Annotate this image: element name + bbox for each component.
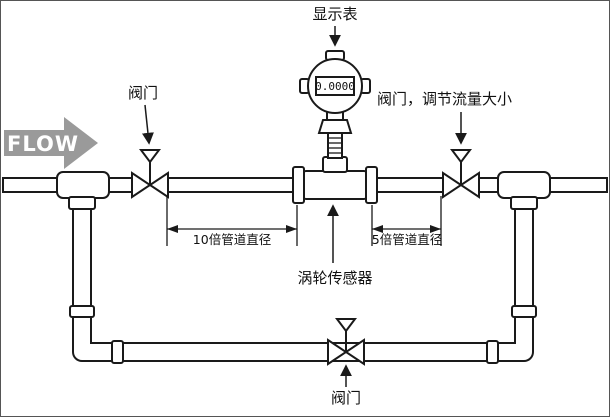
right-valve (442, 149, 480, 199)
pipe-segment (166, 177, 296, 193)
right-valve-handle (450, 149, 472, 164)
pipe-segment (108, 177, 134, 193)
stem-threaded-section (327, 131, 343, 159)
pipe-collar (486, 340, 499, 364)
pipe-segment (2, 177, 60, 193)
pipe-segment (478, 177, 499, 193)
display-meter-label: 显示表 (312, 5, 357, 23)
callouts: 显示表 阀门 阀门，调节流量大小 涡轮传感器 阀门 (128, 5, 512, 407)
downstream-dim-label: 5倍管道直径 (372, 232, 442, 247)
pipe-collar (111, 340, 124, 364)
left-valve-body-left (131, 171, 152, 199)
right-valve-label: 阀门，调节流量大小 (377, 90, 512, 108)
display-window (315, 76, 355, 96)
tee-branch-collar (510, 196, 538, 210)
flowmeter-flange-left (292, 166, 305, 204)
left-valve-handle (139, 149, 161, 164)
dim-arrowhead-left (167, 225, 178, 233)
tee-body (497, 171, 551, 199)
flow-arrow (4, 117, 98, 169)
dimension-upstream: 10倍管道直径 (166, 196, 298, 247)
flowmeter-flange-right (365, 166, 378, 204)
upstream-dim-label: 10倍管道直径 (193, 232, 271, 247)
left-tee (56, 171, 110, 210)
flowmeter-body (292, 156, 378, 204)
dimension-downstream: 5倍管道直径 (371, 196, 442, 247)
flow-label: FLOW (7, 132, 79, 156)
bottom-valve (327, 318, 365, 366)
left-valve-body-right (148, 171, 169, 199)
bottom-valve-handle (335, 318, 357, 333)
right-valve-body-right (459, 171, 480, 199)
pipe-segment (549, 177, 608, 193)
pipe-collar (511, 305, 537, 318)
left-valve (131, 149, 169, 199)
tee-body (56, 171, 110, 199)
turbine-sensor-label: 涡轮传感器 (297, 269, 372, 287)
bypass-pipe (69, 203, 537, 364)
bottom-valve-body-left (327, 338, 348, 366)
bottom-valve-body-right (344, 338, 365, 366)
pipe-collar (69, 305, 95, 318)
flowmeter-tube (301, 170, 369, 200)
flowmeter-top-boss (322, 156, 348, 173)
hex-nut (317, 119, 353, 134)
bottom-valve-label: 阀门 (331, 389, 361, 407)
display-reading: 0.0000 (315, 80, 355, 93)
right-valve-body-left (442, 171, 463, 199)
pipe-segment (376, 177, 444, 193)
arrow-to-left-valve (141, 104, 154, 145)
display-head: 0.0000 (299, 50, 371, 159)
dim-arrowhead-right (430, 225, 441, 233)
tee-branch-collar (68, 196, 96, 210)
dim-arrowhead-right (286, 225, 297, 233)
right-tee (497, 171, 551, 210)
flow-direction: FLOW (4, 117, 98, 169)
left-valve-label: 阀门 (128, 84, 158, 102)
dim-arrowhead-left (372, 225, 383, 233)
